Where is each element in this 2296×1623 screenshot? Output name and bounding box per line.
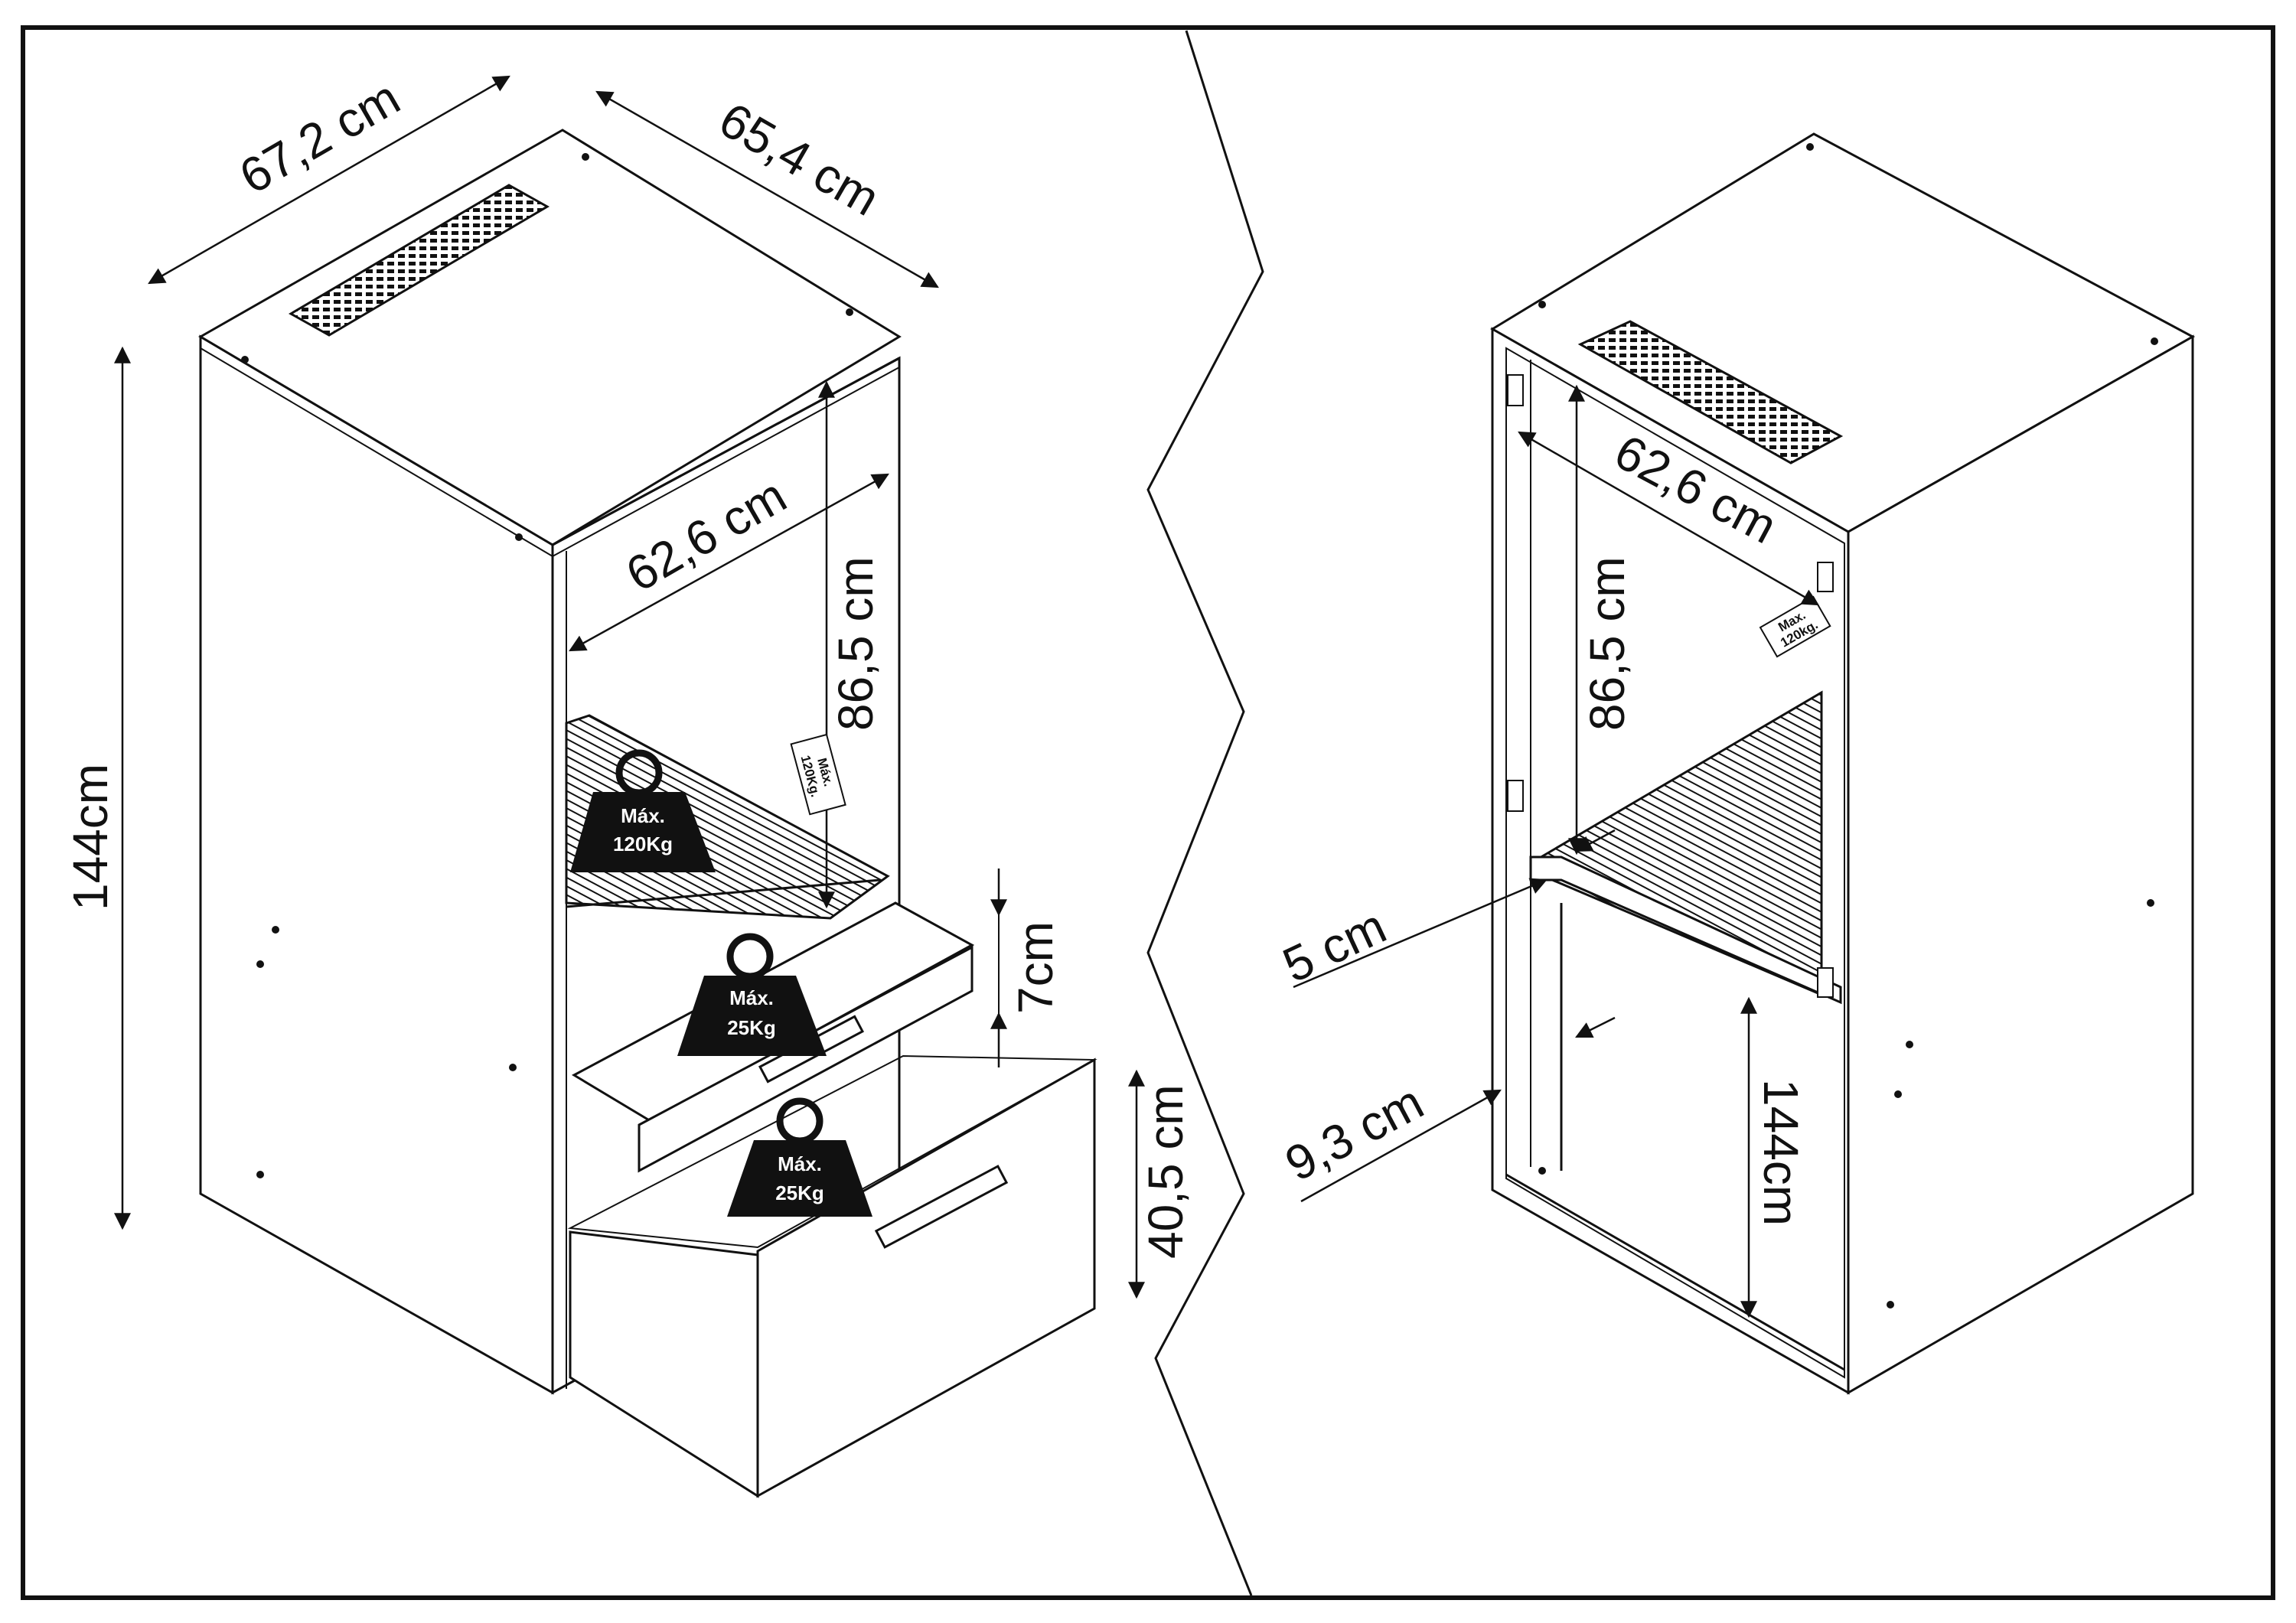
dim-drawer-height-label: 7cm bbox=[1008, 921, 1063, 1014]
view-divider bbox=[1146, 30, 1264, 1596]
screw-holes-right bbox=[1538, 143, 2158, 1309]
dim-shelf-thickness-label: 5 cm bbox=[1274, 898, 1394, 993]
svg-text:Máx.: Máx. bbox=[778, 1152, 822, 1175]
left-dimensions bbox=[114, 75, 1145, 1299]
svg-text:25Kg: 25Kg bbox=[775, 1181, 824, 1204]
weight-icon-tray: Máx. 25Kg bbox=[677, 933, 827, 1056]
dim-lower-height-label-right: 144cm bbox=[1753, 1079, 1808, 1226]
screw-holes bbox=[241, 153, 853, 1178]
dim-depth-label: 65,4 cm bbox=[710, 92, 889, 227]
shelf-rack-right bbox=[1529, 690, 1842, 1005]
dim-upper-height-label-right: 86,5 cm bbox=[1580, 556, 1635, 731]
svg-text:120Kg: 120Kg bbox=[613, 833, 673, 855]
svg-text:Máx.: Máx. bbox=[621, 804, 665, 827]
dim-upper-height-label: 86,5 cm bbox=[828, 556, 883, 731]
dim-total-height-label: 144cm bbox=[63, 764, 118, 911]
hinges bbox=[1507, 374, 1834, 998]
drawer bbox=[567, 1054, 1097, 1498]
right-dimensions bbox=[1293, 384, 1819, 1318]
dim-offset-label: 9,3 cm bbox=[1277, 1074, 1432, 1192]
svg-text:25Kg: 25Kg bbox=[727, 1016, 776, 1039]
svg-text:Máx.: Máx. bbox=[729, 986, 774, 1009]
weight-icon-drawer: Máx. 25Kg bbox=[727, 1097, 872, 1217]
weight-icon-shelf: Máx. 120Kg bbox=[570, 749, 716, 872]
right-cabinet bbox=[1490, 132, 2196, 1395]
load-sticker-left: Máx. 120Kg. bbox=[790, 733, 846, 816]
vent-grille-right bbox=[1577, 320, 1844, 464]
dim-lower-height-label: 40,5 cm bbox=[1138, 1084, 1193, 1259]
outer-frame bbox=[21, 25, 2275, 1600]
